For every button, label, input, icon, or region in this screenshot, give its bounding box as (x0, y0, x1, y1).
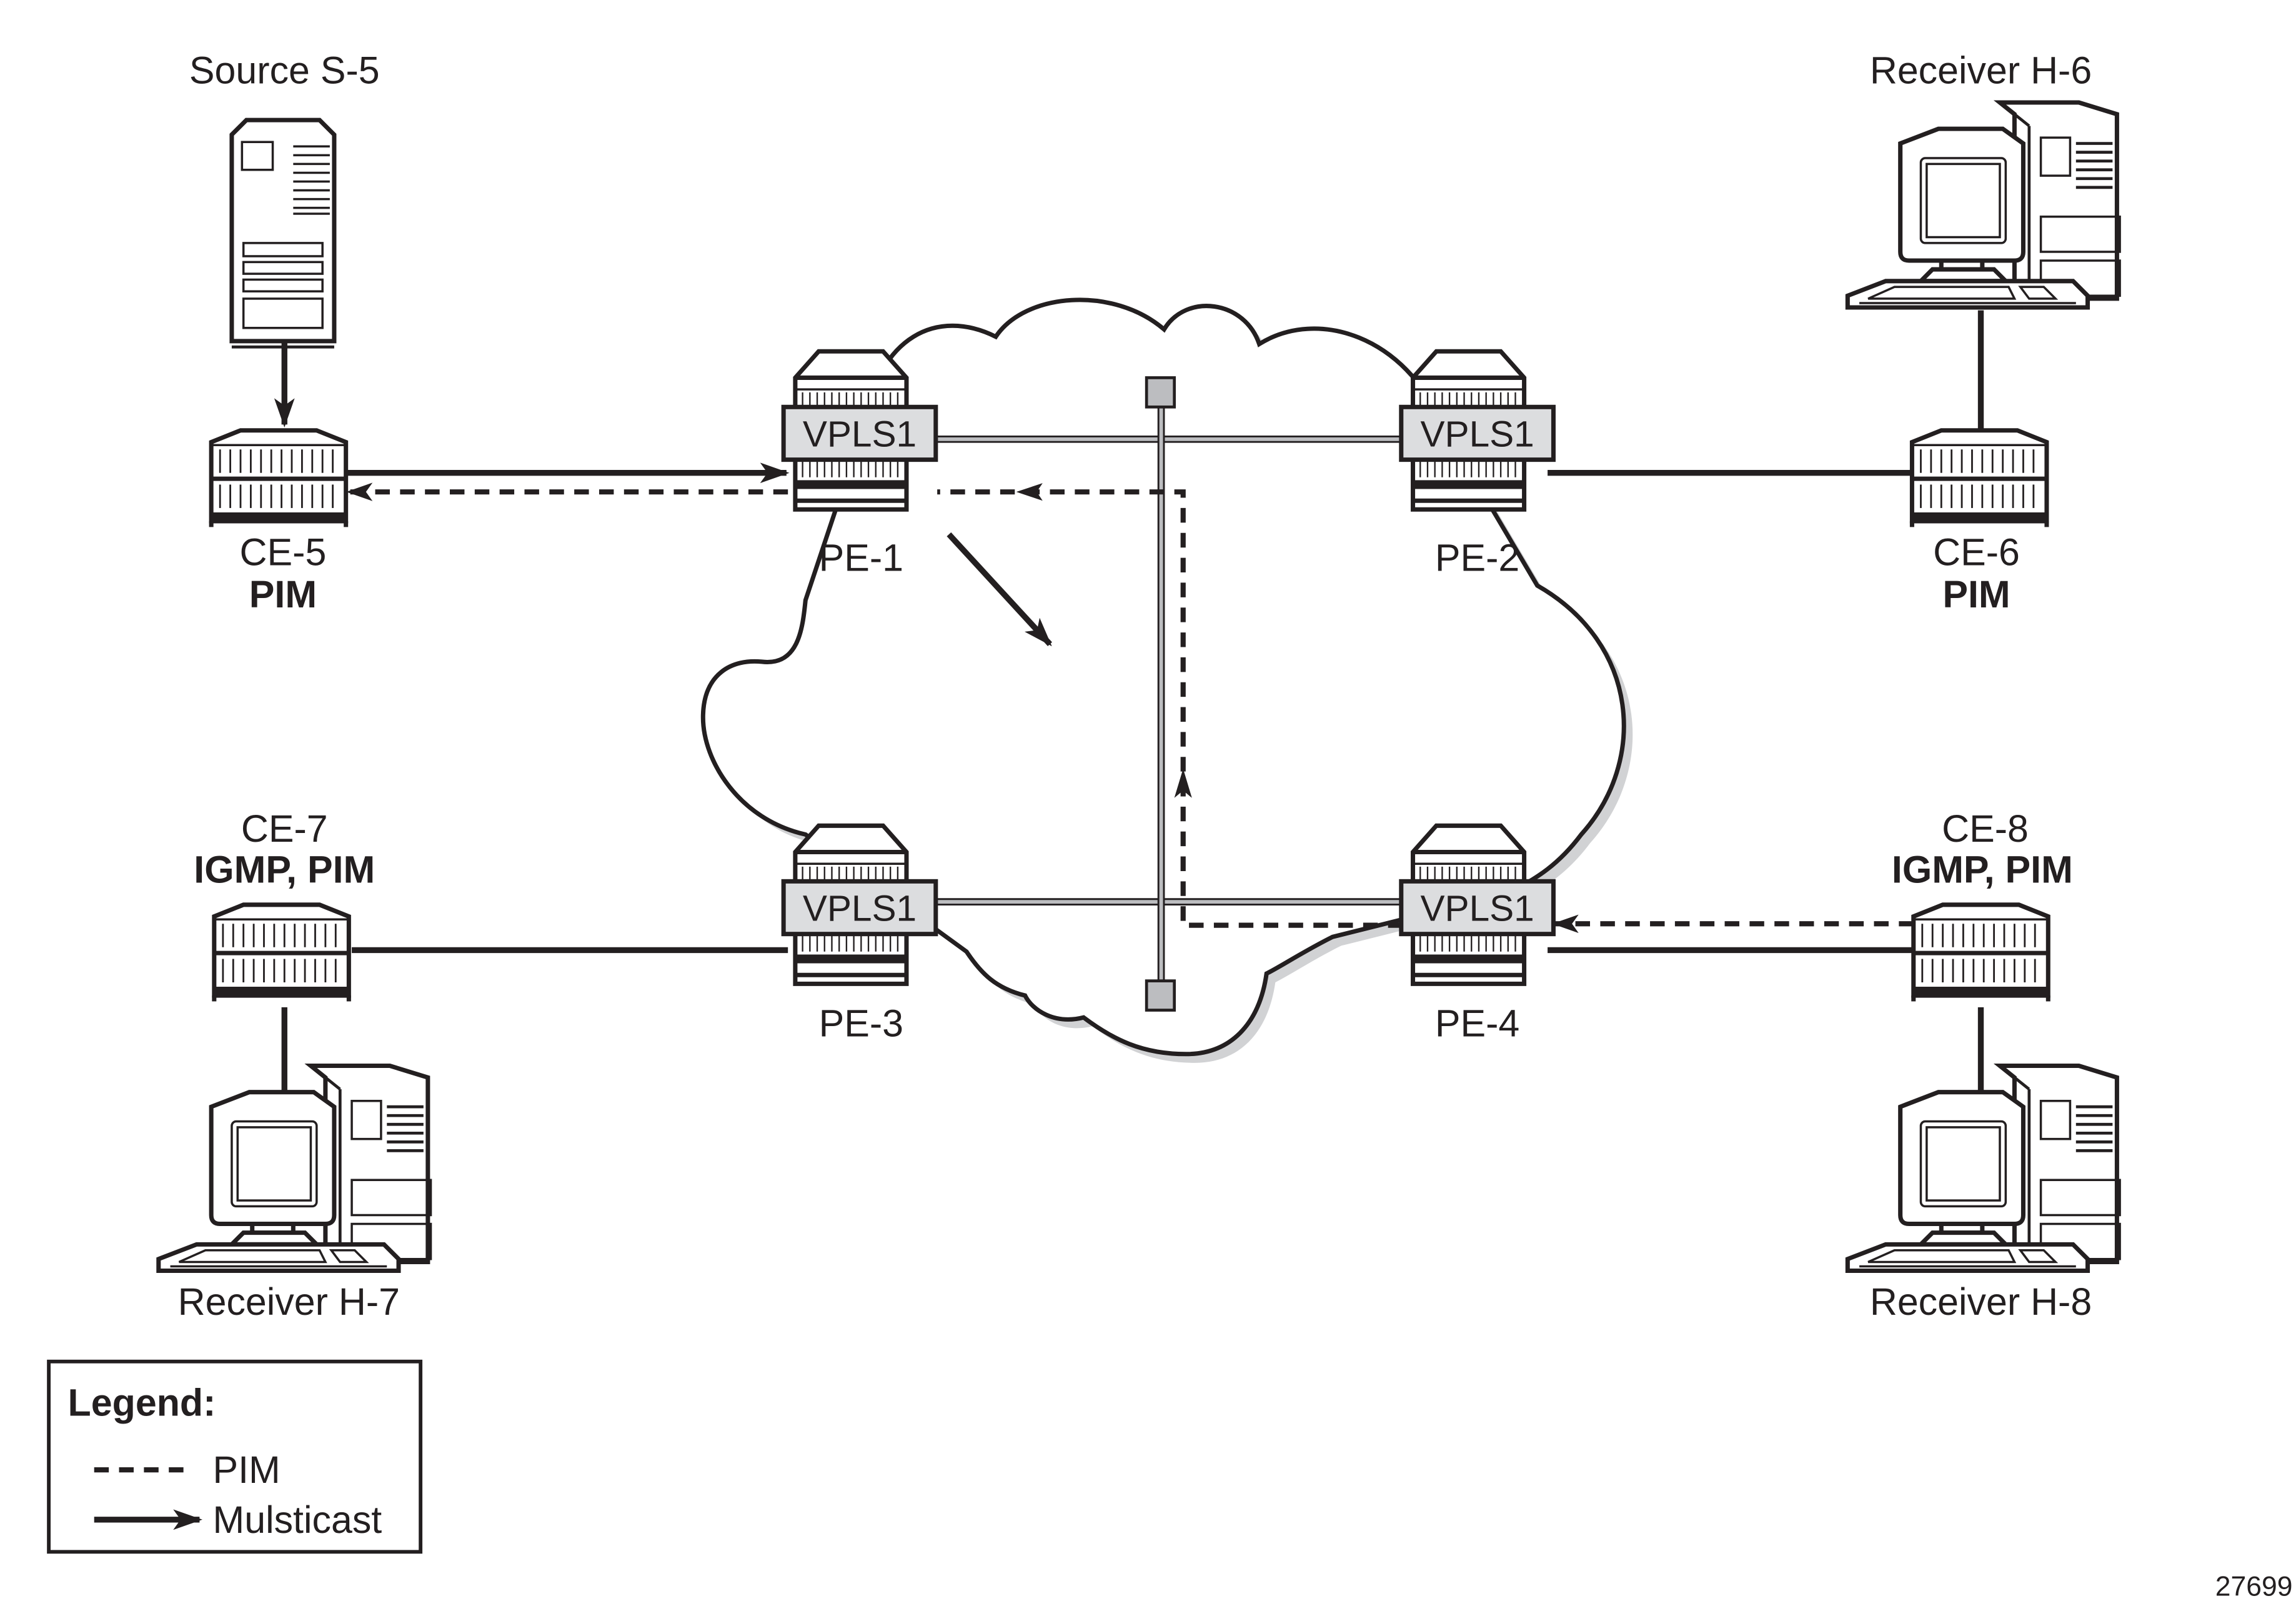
pim-arrow-upward (1174, 768, 1192, 798)
bus-endpoint-top (1145, 376, 1176, 409)
pe1-router[interactable]: VPLS1 PE-1 (781, 351, 938, 579)
legend-title: Legend: (68, 1381, 216, 1424)
bus-endpoint-bottom (1145, 979, 1176, 1012)
pe2-vpls-label: VPLS1 (1420, 414, 1534, 455)
vpls-bus (937, 376, 1406, 1012)
pe4-vpls-label: VPLS1 (1420, 889, 1534, 929)
receiver-h6-label: Receiver H-6 (1870, 49, 2092, 92)
pe2-router[interactable]: VPLS1 PE-2 (1399, 351, 1556, 579)
source-s5-label: Source S-5 (189, 49, 380, 92)
workstation-icon (1847, 102, 2120, 307)
pe4-router[interactable]: VPLS1 PE-4 (1399, 825, 1556, 1045)
pe3-vpls-box (781, 879, 938, 937)
pe1-vpls-label: VPLS1 (803, 414, 917, 455)
pe3-label: PE-3 (819, 1002, 903, 1045)
pe4-label: PE-4 (1435, 1002, 1519, 1045)
ce6-label: CE-6 (1933, 531, 2020, 573)
ce7-label: CE-7 (241, 807, 328, 850)
pim-arrow-core-to-pe1 (1016, 483, 1043, 501)
receiver-h7-label: Receiver H-7 (178, 1280, 400, 1323)
ce8-router[interactable]: CE-8 IGMP, PIM (1892, 807, 2073, 1001)
links (274, 287, 1984, 1091)
ce6-protocol: PIM (1942, 573, 2010, 616)
ce5-protocol: PIM (249, 573, 317, 616)
link-pe4-to-pe1-pim (937, 489, 1403, 928)
link-pe1-to-core-multicast (947, 532, 1052, 647)
router-icon (214, 905, 349, 1002)
ce5-label: CE-5 (240, 531, 327, 573)
pe1-vpls-box (781, 404, 938, 462)
ce5-router[interactable]: CE-5 PIM (211, 431, 346, 616)
pe4-vpls-box (1399, 879, 1556, 937)
ce8-label: CE-8 (1942, 807, 2029, 850)
figure-number: 27699 (2215, 1572, 2293, 1602)
receiver-h6[interactable]: Receiver H-6 (1847, 49, 2120, 307)
receiver-h8-label: Receiver H-8 (1870, 1280, 2092, 1323)
legend: Legend: PIM Mulsticast (47, 1359, 423, 1554)
legend-pim-label: PIM (212, 1449, 280, 1491)
router-icon (211, 431, 346, 527)
pe1-label: PE-1 (819, 537, 903, 579)
ce7-router[interactable]: CE-7 IGMP, PIM (194, 807, 375, 1001)
router-icon (1912, 431, 2047, 527)
receiver-h7[interactable]: Receiver H-7 (159, 1066, 431, 1323)
receiver-h8[interactable]: Receiver H-8 (1847, 1066, 2120, 1323)
ce7-protocol: IGMP, PIM (194, 849, 375, 891)
pe2-vpls-box (1399, 404, 1556, 462)
legend-multicast-label: Mulsticast (212, 1499, 382, 1541)
ce6-router[interactable]: CE-6 PIM (1912, 431, 2047, 616)
pe3-router[interactable]: VPLS1 PE-3 (781, 825, 938, 1045)
server-icon (229, 117, 337, 349)
pe2-label: PE-2 (1435, 537, 1519, 579)
router-icon (1914, 905, 2049, 1002)
source-s5[interactable]: Source S-5 (189, 49, 380, 349)
pe3-vpls-label: VPLS1 (803, 889, 917, 929)
ce8-protocol: IGMP, PIM (1892, 849, 2073, 891)
workstation-icon (1847, 1066, 2120, 1271)
workstation-icon (159, 1066, 431, 1271)
